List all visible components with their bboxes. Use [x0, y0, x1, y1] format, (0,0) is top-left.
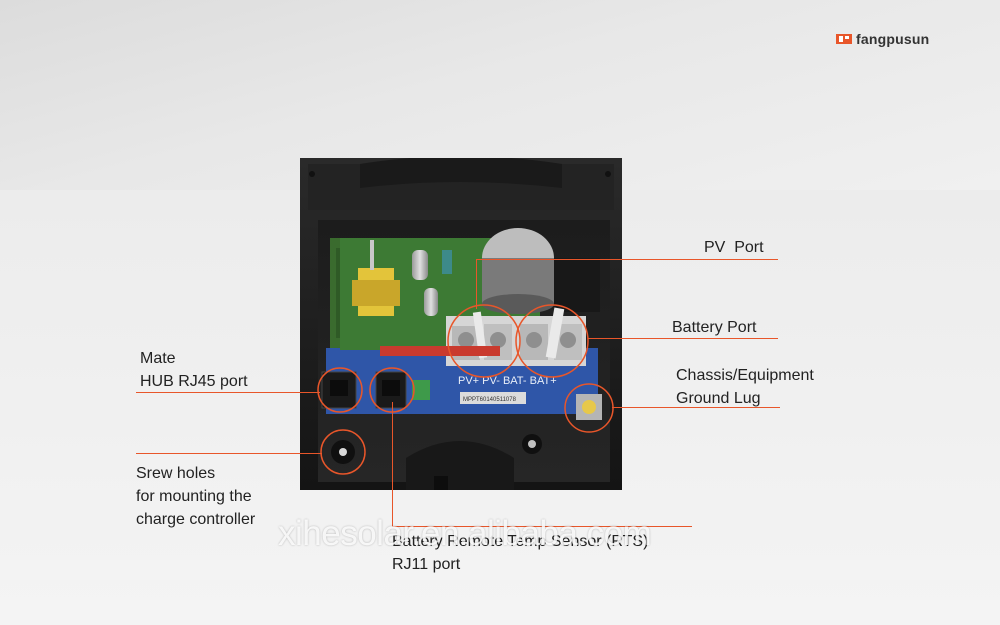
rts-label-line1: Battery Remote Temp Sensor (RTS) — [392, 533, 649, 550]
mate-hub-label-line2: HUB RJ45 port — [140, 373, 248, 390]
screw-holes-leader-line — [136, 453, 322, 454]
screw-holes-label-line2: for mounting the — [136, 488, 252, 505]
ground-lug-callout — [564, 383, 614, 433]
brand-logo: fangpusun — [836, 29, 929, 49]
fangpusun-logo-icon — [836, 34, 852, 44]
terminal-labels-text: PV+ PV- BAT- BAT+ — [458, 375, 557, 387]
pv-port-callout — [447, 304, 521, 378]
rj45-callout — [317, 367, 363, 413]
screw-holes-label-line1: Srew holes — [136, 465, 216, 482]
screw-holes-label-line3: charge controller — [136, 511, 256, 528]
rts-leader-vline — [392, 402, 393, 526]
battery-port-leader-line — [588, 338, 778, 339]
pv-port-leader-line — [476, 259, 778, 260]
rts-label-line2: RJ11 port — [392, 556, 461, 573]
battery-port-label: Battery Port — [672, 319, 757, 336]
screw-hole-callout — [320, 429, 366, 475]
ground-lug-leader-line — [612, 407, 780, 408]
mate-hub-label-line1: Mate — [140, 350, 176, 367]
board-sticker-text: MPPT60140511078 — [463, 397, 517, 403]
brand-name: fangpusun — [856, 31, 930, 47]
battery-port-callout — [515, 304, 589, 378]
rts-leader-line — [392, 526, 692, 527]
pv-port-leader-vline — [476, 259, 477, 309]
watermark-text: xihesolar.en.alibaba.com — [278, 514, 652, 553]
chassis-ground-label-line2: Ground Lug — [676, 390, 761, 407]
mate-hub-leader-line — [136, 392, 320, 393]
pv-port-label: PV Port — [704, 239, 764, 256]
chassis-ground-label-line1: Chassis/Equipment — [676, 367, 814, 384]
charge-controller-photo: PV+ PV- BAT- BAT+ MPPT60140511078 — [300, 158, 622, 490]
